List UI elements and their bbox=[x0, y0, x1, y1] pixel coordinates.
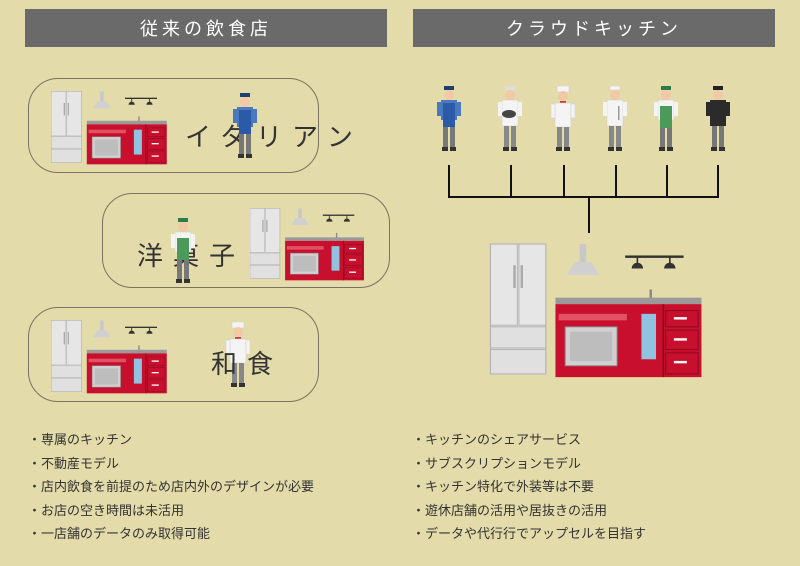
card-italian: イタリアン bbox=[28, 78, 353, 173]
list-item: 遊休店舗の活用や居抜きの活用 bbox=[412, 500, 646, 524]
chef-green-apron-icon bbox=[654, 86, 678, 152]
card-japanese: 和食 bbox=[28, 307, 319, 402]
right-header: クラウドキッチン bbox=[413, 9, 775, 47]
shared-kitchen-illustration bbox=[476, 236, 716, 382]
list-item: 一店舗のデータのみ取得可能 bbox=[28, 523, 314, 547]
right-header-title: クラウドキッチン bbox=[506, 19, 682, 40]
list-item: お店の空き時間は未活用 bbox=[28, 500, 314, 524]
list-item: 店内飲食を前提のため店内外のデザインが必要 bbox=[28, 476, 314, 500]
list-item: キッチンのシェアサービス bbox=[412, 429, 646, 453]
card-label-italian: イタリアン bbox=[185, 123, 363, 153]
left-bullet-list: 専属のキッチン 不動産モデル 店内飲食を前提のため店内外のデザインが必要 お店の… bbox=[28, 429, 314, 547]
left-header: 従来の飲食店 bbox=[25, 9, 387, 47]
left-header-title: 従来の飲食店 bbox=[140, 19, 272, 40]
kitchen-illustration bbox=[250, 204, 364, 283]
list-item: 不動産モデル bbox=[28, 453, 314, 477]
chef-white-hat-icon bbox=[551, 86, 575, 152]
list-item: サブスクリプションモデル bbox=[412, 453, 646, 477]
right-bullet-list: キッチンのシェアサービス サブスクリプションモデル キッチン特化で外装等は不要 … bbox=[412, 429, 646, 547]
kitchen-illustration bbox=[51, 316, 167, 396]
list-item: データや代行行でアップセルを目指す bbox=[412, 523, 646, 547]
chef-knife-icon bbox=[603, 86, 627, 152]
chef-green-apron-icon bbox=[171, 218, 195, 284]
chef-wok-icon bbox=[498, 86, 522, 152]
card-confectionery: 洋菓子 bbox=[102, 193, 390, 288]
card-label-japanese: 和食 bbox=[211, 350, 284, 380]
chef-blue-apron-icon bbox=[437, 86, 461, 152]
kitchen-illustration bbox=[51, 87, 167, 167]
chef-blue-apron-icon bbox=[233, 93, 257, 159]
list-item: キッチン特化で外装等は不要 bbox=[412, 476, 646, 500]
connector-lines bbox=[448, 165, 719, 233]
list-item: 専属のキッチン bbox=[28, 429, 314, 453]
chef-black-icon bbox=[706, 86, 730, 152]
